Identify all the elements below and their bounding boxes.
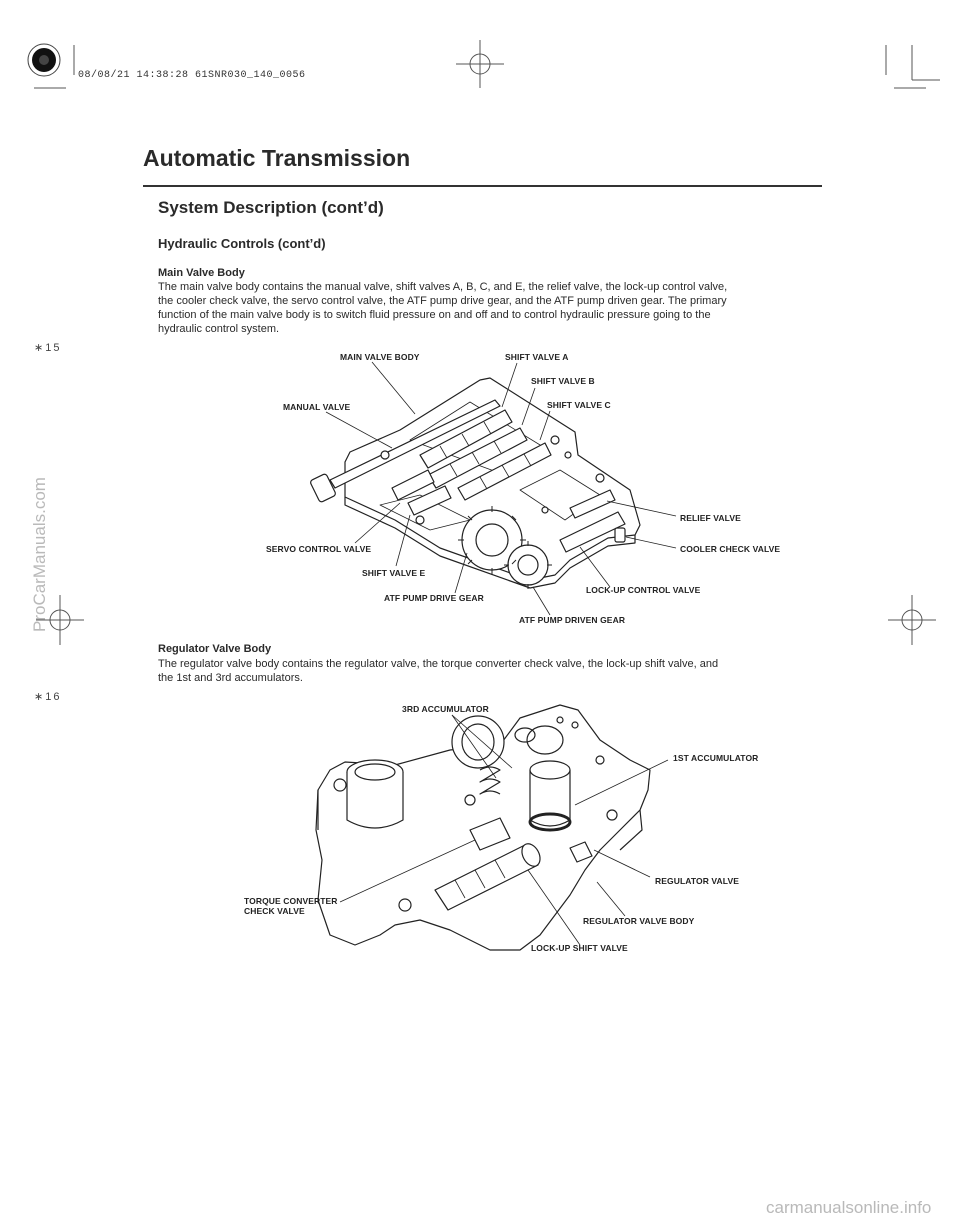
target-mark-icon (27, 43, 61, 77)
callout-lockup-control-valve: LOCK-UP CONTROL VALVE (586, 585, 701, 595)
main-valve-line-4: hydraulic control system. (158, 323, 280, 335)
main-valve-line-3: function of the main valve body is to sw… (158, 309, 711, 321)
callout-1st-accumulator: 1ST ACCUMULATOR (673, 753, 759, 763)
callout-3rd-accumulator: 3RD ACCUMULATOR (402, 704, 489, 714)
main-valve-line-2: the cooler check valve, the servo contro… (158, 295, 727, 307)
callout-shift-valve-e: SHIFT VALVE E (362, 568, 426, 578)
callout-main-valve-body: MAIN VALVE BODY (340, 352, 420, 362)
print-timestamp: 08/08/21 14:38:28 61SNR030_140_0056 (78, 70, 306, 81)
page-title: Automatic Transmission (143, 145, 411, 171)
callout-shift-valve-b: SHIFT VALVE B (531, 376, 595, 386)
section-title: System Description (cont’d) (158, 198, 384, 217)
callout-torque-converter-line2: CHECK VALVE (244, 906, 305, 916)
side-watermark: ProCarManuals.com (30, 477, 49, 632)
callout-regulator-valve-body: REGULATOR VALVE BODY (583, 916, 695, 926)
callout-regulator-valve: REGULATOR VALVE (655, 876, 739, 886)
regulator-line-2: the 1st and 3rd accumulators. (158, 672, 303, 684)
margin-mark-15: ∗15 (34, 342, 62, 354)
margin-mark-16: ∗16 (34, 691, 62, 703)
callout-torque-converter-line1: TORQUE CONVERTER (244, 896, 338, 906)
main-valve-body-heading: Main Valve Body (158, 267, 245, 279)
callout-lockup-shift-valve: LOCK-UP SHIFT VALVE (531, 943, 628, 953)
callout-atf-pump-driven-gear: ATF PUMP DRIVEN GEAR (519, 615, 626, 625)
main-valve-line-1: The main valve body contains the manual … (158, 281, 728, 293)
callout-relief-valve: RELIEF VALVE (680, 513, 741, 523)
callout-shift-valve-a: SHIFT VALVE A (505, 352, 569, 362)
regulator-valve-body-description: The regulator valve body contains the re… (158, 657, 818, 685)
regulator-valve-body-heading: Regulator Valve Body (158, 643, 272, 655)
callout-shift-valve-c: SHIFT VALVE C (547, 400, 611, 410)
bottom-watermark: carmanualsonline.info (766, 1198, 932, 1217)
subsection-title: Hydraulic Controls (cont’d) (158, 236, 326, 251)
main-valve-body-description: The main valve body contains the manual … (158, 280, 818, 336)
callout-atf-pump-drive-gear: ATF PUMP DRIVE GEAR (384, 593, 484, 603)
callout-cooler-check-valve: COOLER CHECK VALVE (680, 544, 781, 554)
callout-servo-control-valve: SERVO CONTROL VALVE (266, 544, 372, 554)
callout-manual-valve: MANUAL VALVE (283, 402, 351, 412)
regulator-line-1: The regulator valve body contains the re… (158, 658, 719, 670)
